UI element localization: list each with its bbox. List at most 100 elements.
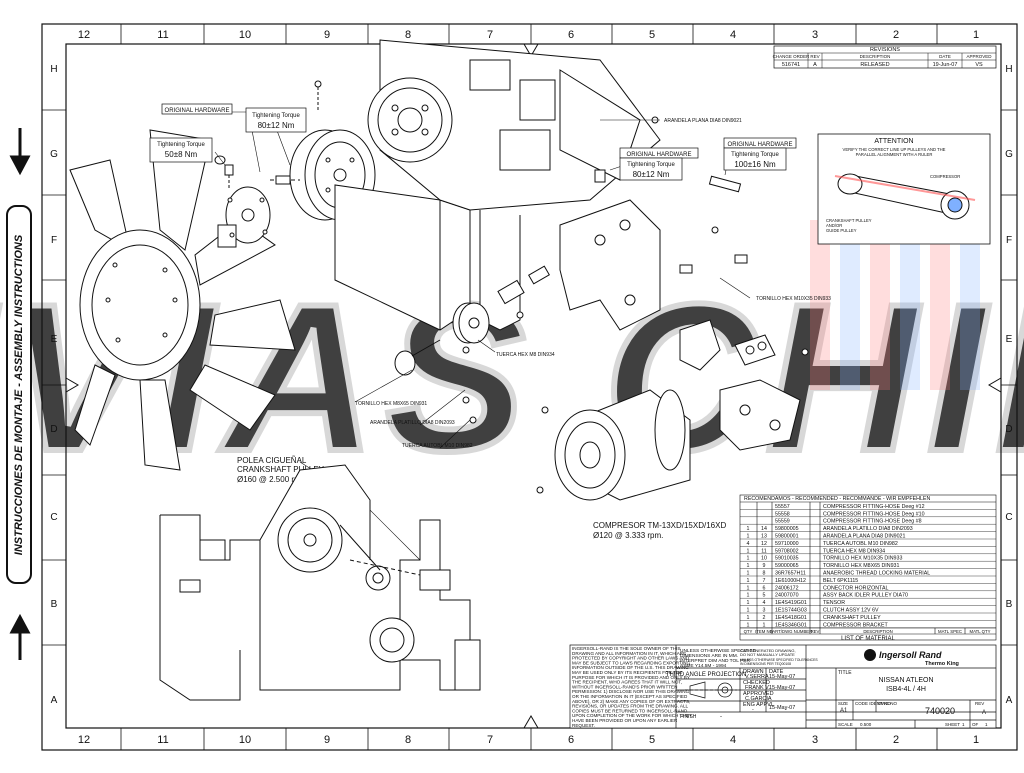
attention-crank-3: GUIDE PULLEY (826, 228, 857, 233)
title-label: TITLE (838, 670, 852, 676)
cad-line-1: DO NOT MANUALLY UPDATE (740, 652, 795, 657)
torque-3-label: Tightening Torque (627, 162, 675, 168)
bom-rows: 55557 COMPRESSOR FITTING-HOSE Deeg #12 555… (740, 504, 996, 628)
bom-cell: 1 (747, 526, 750, 532)
proprietary-line: UPON COMPLETION OF THE WORK FOR WHICH TH… (572, 713, 692, 718)
bom-cell: COMPRESSOR FITTING-HOSE Deeg #8 (823, 519, 922, 525)
zone-bottom-8: 4 (730, 734, 736, 746)
rev-header-desc: DESCRIPTION (860, 54, 891, 59)
sheet-of: OF (972, 722, 979, 727)
zone-right-2: F (1006, 235, 1012, 246)
bom-cell: TUERCA HEX M8 DIN934 (823, 548, 885, 554)
zone-top-3: 9 (324, 29, 330, 41)
zone-left-7: A (51, 695, 58, 706)
proprietary-line: HAVE BEEN PROVIDED OR UPON ANY EARLIER (572, 718, 678, 723)
center-mark-bottom-icon (523, 715, 539, 729)
zone-top-8: 4 (730, 29, 736, 41)
brand-monogram: IR (867, 654, 874, 660)
drawn-date: 15-May-07 (769, 674, 795, 680)
bom-cell: 6 (763, 585, 766, 591)
zone-right-3: E (1006, 334, 1013, 345)
bom-cell: 55557 (775, 504, 790, 510)
bom-cell: BELT 6PK1115 (823, 578, 858, 584)
drawn-name: V.SERRA (745, 674, 769, 680)
projection-label: THIRD ANGLE PROJECTION (666, 672, 746, 678)
tol-line-1: DIMENSIONS ARE IN MM. (680, 653, 738, 659)
idler-pulley (394, 265, 550, 376)
zone-right-0: H (1005, 64, 1012, 75)
zone-bottom-1: 11 (157, 734, 168, 746)
proprietary-line: REQUEST. (572, 723, 595, 728)
bom-cell: TORNILLO HEX M8X65 DIN931 (823, 563, 899, 569)
eng-label: ENG APPVL (743, 702, 774, 708)
bom-cell: 1 (747, 571, 750, 577)
bom-cell: CONECTOR HORIZONTAL (823, 585, 888, 591)
zone-bottom-10: 2 (893, 734, 899, 746)
zone-bottom-9: 3 (812, 734, 818, 746)
orig-hardware-3: ORIGINAL HARDWARE (728, 142, 793, 148)
proprietary-line: THE RECIPIENT, WHO AGREES THAT IT WILL N… (572, 680, 682, 685)
bom-cell: 8 (763, 571, 766, 577)
compressor-bracket (559, 199, 801, 451)
dwg-id: SIZE A1 CODE IDENT NO DWG NO 740020 REV … (838, 701, 988, 727)
title-line-1: NISSAN ATLEON (878, 677, 933, 684)
tol2-line-0: UNLESS OTHERWISE SPECIFIED TOLERANCES (740, 658, 818, 662)
attention-compressor: COMPRESSOR (930, 174, 960, 179)
bom-cell: 55558 (775, 511, 790, 517)
bom-cell: COMPRESSOR FITTING-HOSE Deeg #12 (823, 504, 925, 510)
zone-labels-bottom: 12 11 10 9 8 7 6 5 4 3 2 1 (78, 734, 979, 746)
projection-symbol-icon (685, 681, 737, 699)
proprietary-line: COPIES MUST BE RETURNED TO INGERSOLL-RAN… (572, 708, 688, 713)
label-tornillo-m10: TORNILLO HEX M10X35 DIN933 (756, 296, 831, 302)
zone-ticks (42, 24, 1017, 750)
tolerance-note: UNLESS OTHERWISE SPECIFIED DIMENSIONS AR… (680, 648, 818, 669)
bom-header-rev: REV (811, 629, 820, 634)
label-arandela-platillo: ARANDELA PLATILLO DIA8 DIN2093 (370, 420, 455, 426)
pulley-spec: POLEA CIGUEÑAL CRANKSHAFT PULLEY Ø160 @ … (237, 456, 325, 484)
compressor (554, 389, 691, 501)
zone-left-5: C (50, 512, 57, 523)
bom-cell: 1 (747, 615, 750, 621)
center-mark-top-icon (523, 43, 539, 57)
tol-line-0: UNLESS OTHERWISE SPECIFIED (680, 648, 757, 654)
bom-cell: TUERCA AUTOBL M10 DIN982 (823, 541, 898, 547)
bom-cell: 1 (747, 622, 750, 628)
bom-cell: 1E1S744G03 (775, 608, 807, 614)
bom-cell: CLUTCH ASSY 12V 6V (823, 608, 879, 614)
torque-2-label: Tightening Torque (157, 142, 205, 148)
label-tuerca-autobl: TUERCA AUTOBL M10 DIN982 (402, 443, 473, 449)
attention-texts: ATTENTION VERIFY THE CORRECT LINE UP PUL… (826, 138, 960, 233)
bom-cell: ARANDELA PLANA DIA8 DIN9021 (823, 534, 905, 540)
attention-title: ATTENTION (874, 138, 913, 145)
zone-left-3: E (51, 334, 58, 345)
rev-row-approved: VS (975, 62, 983, 68)
zone-top-6: 6 (568, 29, 574, 41)
polea-line-3: Ø160 @ 2.500 rpm. (237, 475, 307, 484)
proprietary-note: INGERSOLL-RAND IS THE SOLE OWNER OF THIS… (572, 646, 692, 728)
rev-header-change: CHANGE ORDER (773, 54, 811, 59)
bom-cell: 1 (763, 622, 766, 628)
torque-4-label: Tightening Torque (731, 152, 779, 158)
checked-name: FRANK V. (745, 685, 770, 691)
zone-bottom-6: 6 (568, 734, 574, 746)
list-of-material: LIST OF MATERIAL (841, 636, 895, 642)
bom-cell: 59708002 (775, 548, 799, 554)
size-value: A1 (840, 708, 848, 714)
sheet-total: 1 (985, 722, 988, 727)
zone-top-2: 10 (239, 29, 251, 41)
center-mark-right-icon (988, 377, 1002, 393)
bom-header-mqty: MATL QTY (969, 629, 990, 634)
bom-cell: TORNILLO HEX M10X35 DIN933 (823, 556, 902, 562)
bom-cell: 1 (747, 556, 750, 562)
arrow-down-icon (9, 128, 31, 176)
finish-value: - (720, 714, 722, 720)
bom-cell: 1 (747, 534, 750, 540)
attention-crank-2: AND/OR (826, 223, 842, 228)
proprietary-line: INFORMATION OUTSIDE OF THE U.S. THIS DRA… (572, 665, 689, 670)
bom-cell: TENSOR (823, 600, 845, 606)
bom-cell: 9 (763, 563, 766, 569)
zone-top-5: 7 (487, 29, 493, 41)
arrow-up-icon (9, 613, 31, 660)
torque-1-label: Tightening Torque (252, 113, 300, 119)
hardware-bolts (214, 80, 809, 494)
